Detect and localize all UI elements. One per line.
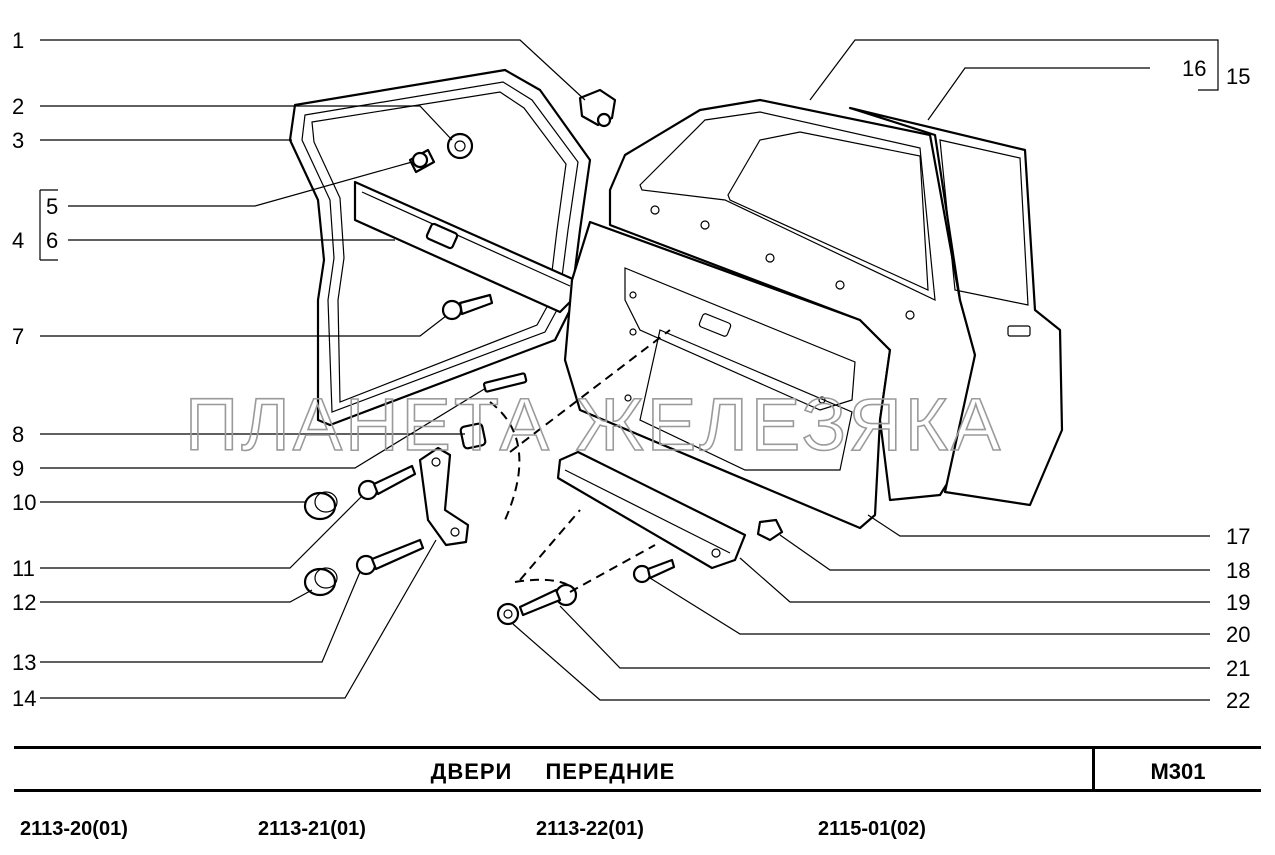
model-code-1: 2113-20(01) <box>20 818 128 840</box>
callout-13: 13 <box>12 650 36 675</box>
armrest-handle-19 <box>556 450 747 570</box>
callout-1: 1 <box>12 28 24 53</box>
leader-lines <box>39 39 1219 701</box>
callout-17: 17 <box>1226 524 1250 549</box>
watermark: ПЛАНЕТА ЖЕЛЕЗЯКА <box>185 383 1003 466</box>
callout-15: 15 <box>1226 64 1250 89</box>
model-code-4: 2115-01(02) <box>818 818 926 840</box>
model-code-3: 2113-22(01) <box>536 818 644 840</box>
callout-numbers: 1 2 3 4 5 6 7 8 9 10 11 12 13 14 15 16 1… <box>12 28 1250 713</box>
callout-12: 12 <box>12 590 36 615</box>
page-title: ДВЕРИ ПЕРЕДНИЕ <box>430 759 676 784</box>
exploded-parts-diagram: 1 2 3 4 5 6 7 8 9 10 11 12 13 14 15 16 1… <box>12 28 1250 713</box>
screw-7 <box>441 293 494 321</box>
callout-16: 16 <box>1182 56 1206 81</box>
bolt-11 <box>357 464 417 501</box>
callout-6: 6 <box>46 228 58 253</box>
rear-door-outline <box>848 106 1064 507</box>
sheet-code: М301 <box>1150 759 1206 784</box>
callout-2: 2 <box>12 94 24 119</box>
clip-18 <box>756 518 784 542</box>
screw-21 <box>518 583 578 617</box>
title-bar: ДВЕРИ ПЕРЕДНИЕ М301 <box>14 746 1261 792</box>
callout-4: 4 <box>12 228 24 253</box>
callout-11: 11 <box>12 556 35 581</box>
callout-7: 7 <box>12 324 24 349</box>
model-list: 2113-20(01) 2113-21(01) 2113-22(01) 2115… <box>0 818 1275 848</box>
callout-10: 10 <box>12 490 36 515</box>
clip-2 <box>446 132 474 160</box>
plug-12 <box>303 567 338 597</box>
insert-9 <box>482 372 528 393</box>
bolt-13 <box>355 538 425 576</box>
bracket-8 <box>459 422 487 450</box>
plug-10 <box>303 491 338 521</box>
callout-14: 14 <box>12 686 36 711</box>
callout-21: 21 <box>1226 656 1250 681</box>
callout-19: 19 <box>1226 590 1250 615</box>
callout-5: 5 <box>46 194 58 219</box>
washer-22 <box>496 602 520 626</box>
screw-5 <box>408 148 436 174</box>
front-door-shell <box>608 98 977 502</box>
model-code-2: 2113-21(01) <box>258 818 366 840</box>
callout-22: 22 <box>1226 688 1250 713</box>
callout-9: 9 <box>12 456 24 481</box>
callout-3: 3 <box>12 128 24 153</box>
assembly-paths <box>489 329 671 593</box>
callout-20: 20 <box>1226 622 1250 647</box>
callout-18: 18 <box>1226 558 1250 583</box>
callout-8: 8 <box>12 422 24 447</box>
plug-1 <box>578 88 617 128</box>
handle-bracket-14 <box>418 446 470 547</box>
title-divider <box>1092 749 1095 789</box>
screw-20 <box>632 558 676 584</box>
